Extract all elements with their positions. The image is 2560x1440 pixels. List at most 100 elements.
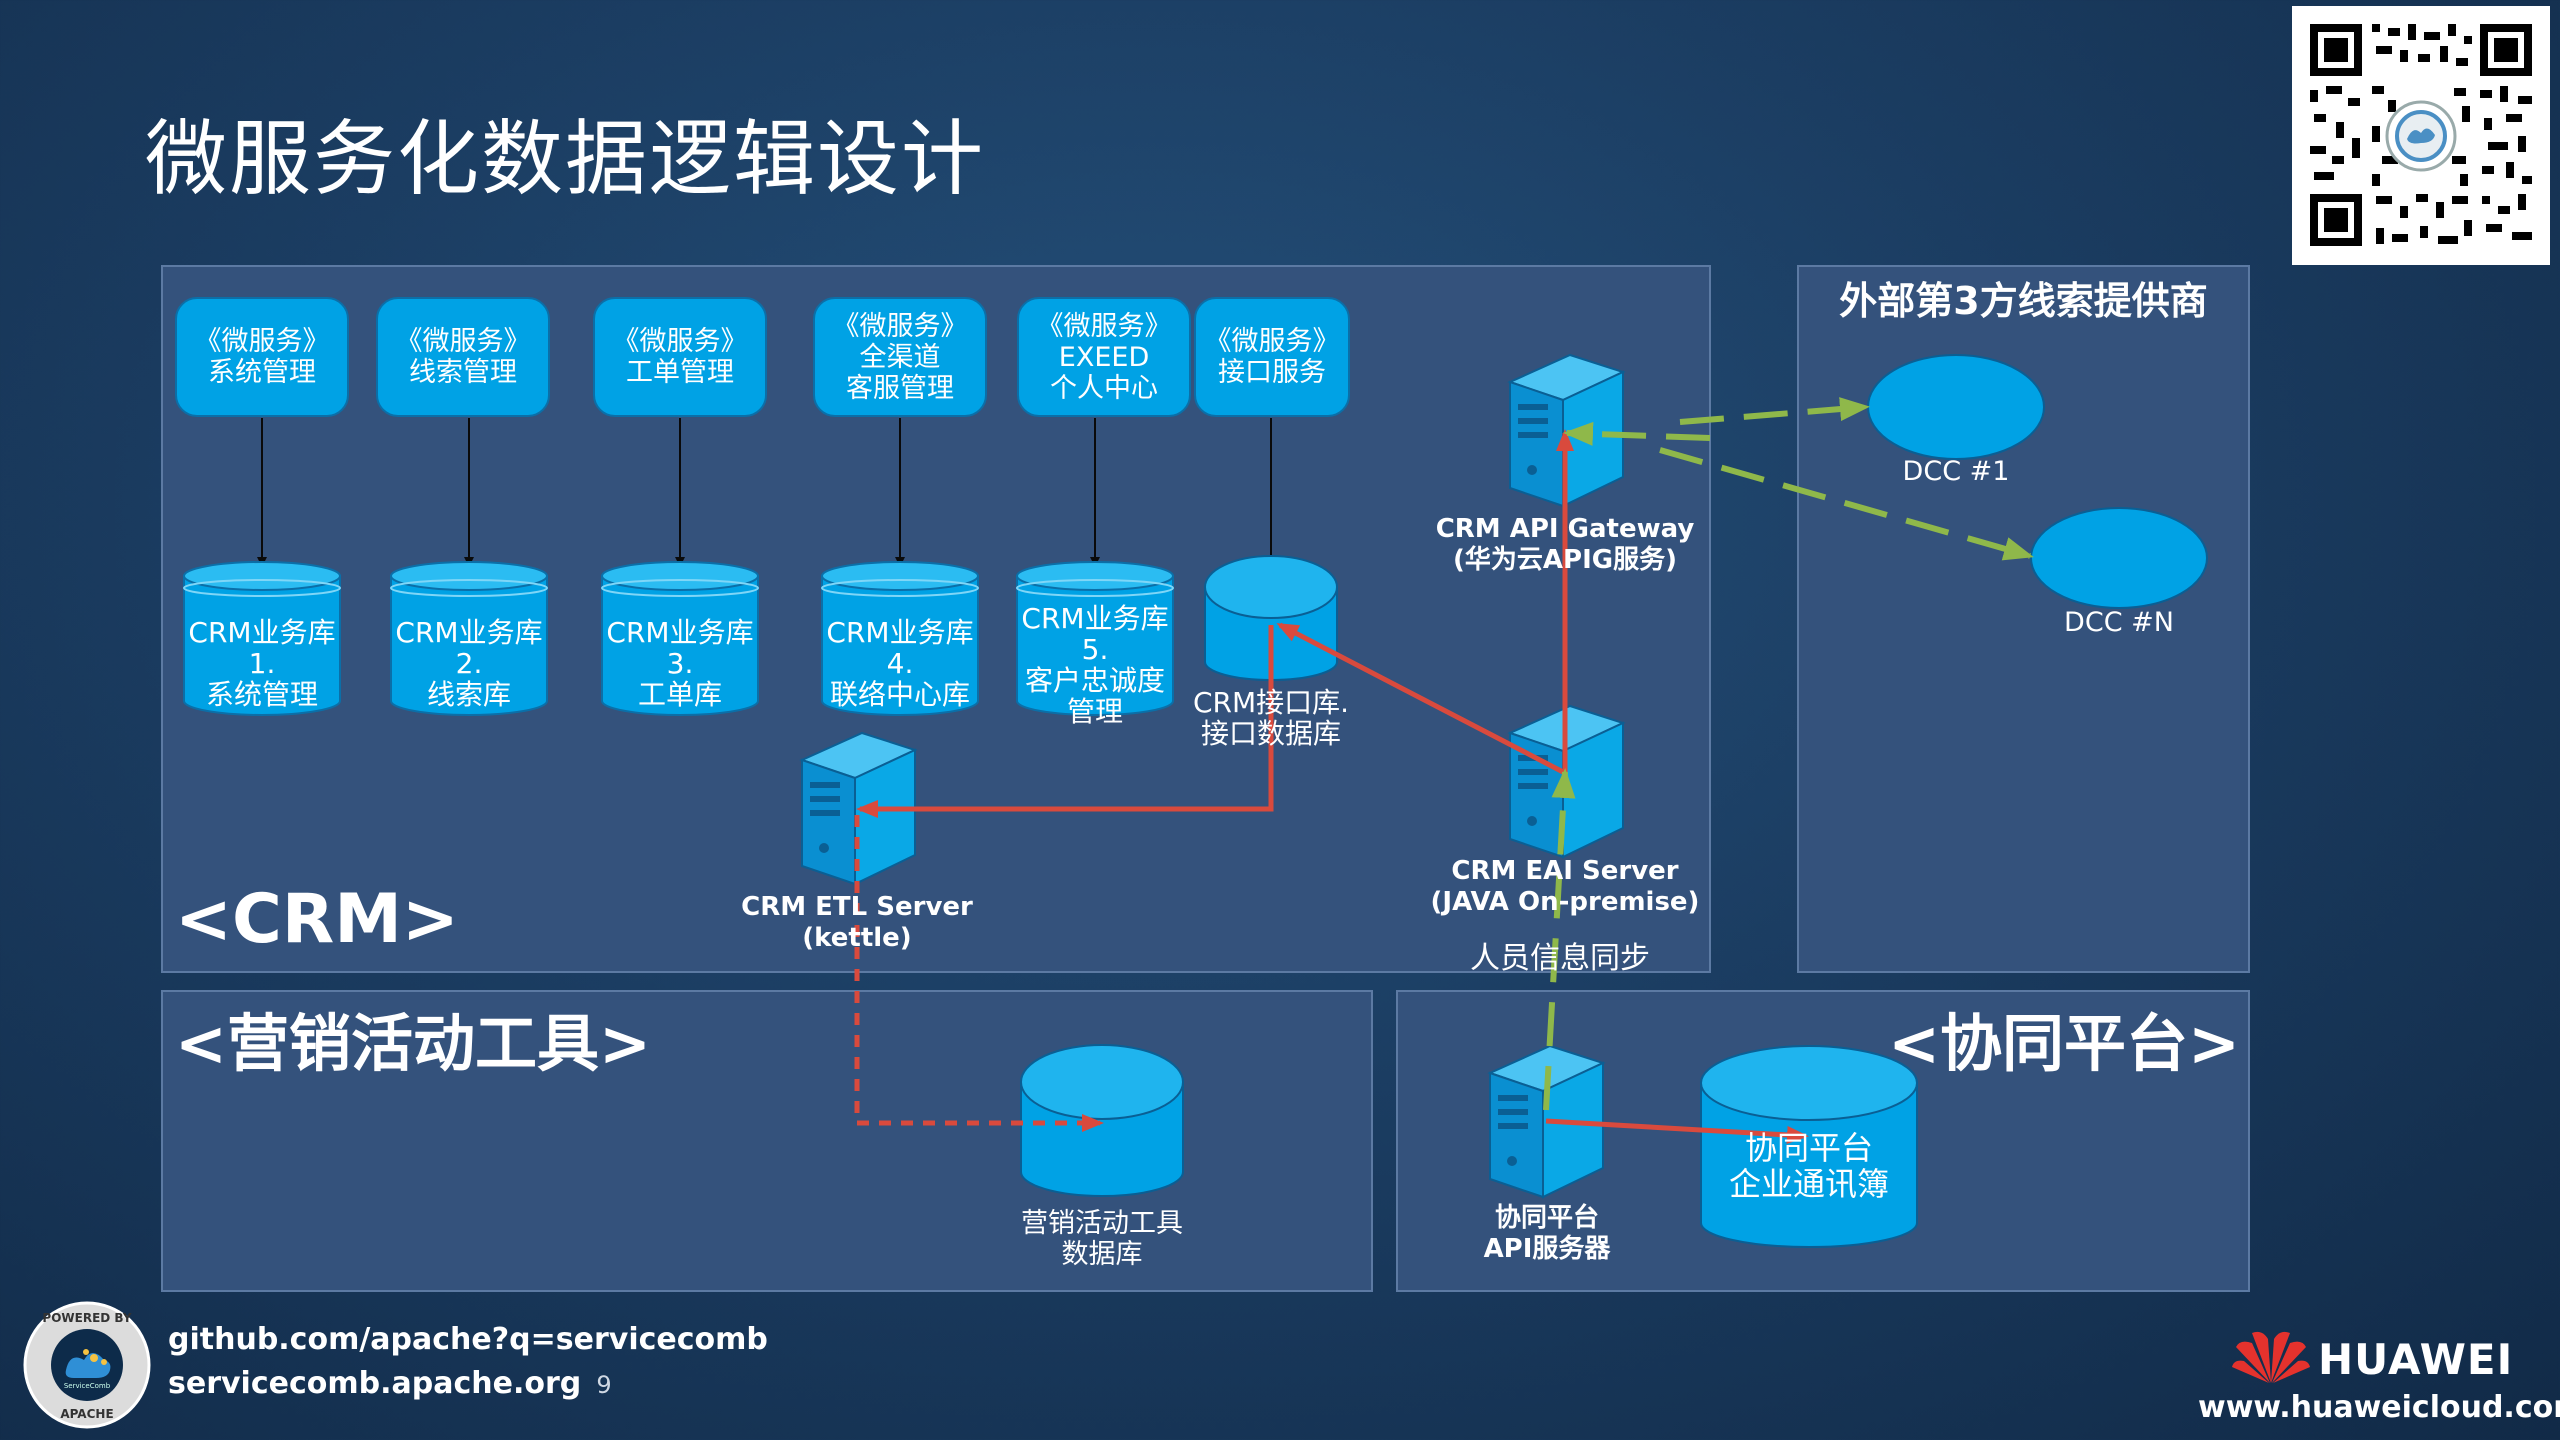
service-label-line: 工单管理 bbox=[626, 357, 734, 388]
etl-label: CRM ETL Server (kettle) bbox=[707, 892, 1007, 954]
huawei-brand: HUAWEI bbox=[2318, 1335, 2514, 1384]
service-lead-management[interactable]: 《微服务》 线索管理 bbox=[376, 297, 550, 417]
db-label-line: 数据库 bbox=[1061, 1239, 1143, 1270]
service-label-line: 《微服务》 bbox=[612, 326, 748, 357]
page-title: 微服务化数据逻辑设计 bbox=[145, 112, 986, 207]
marketing-db-cylinder bbox=[1020, 1044, 1184, 1197]
db-label-line: 企业通讯簿 bbox=[1728, 1165, 1889, 1203]
page-number: 9 bbox=[596, 1371, 612, 1399]
collab-tag: <协同平台> bbox=[1888, 1007, 2240, 1080]
db-label-line: 3. bbox=[666, 647, 694, 680]
service-label-line: 《微服务》 bbox=[1204, 326, 1340, 357]
db-label-line: CRM接口库. bbox=[1192, 686, 1350, 719]
interface-db-label: CRM接口库. 接口数据库 bbox=[1181, 687, 1361, 749]
db-label-line: CRM业务库 bbox=[1021, 602, 1169, 635]
sync-label: 人员信息同步 bbox=[1470, 941, 1650, 976]
arrow-collab-api-to-eai bbox=[1543, 768, 1576, 1111]
db-label-line: 线索库 bbox=[426, 678, 511, 711]
db-label-2: CRM业务库 2. 线索库 bbox=[387, 617, 551, 710]
service-label-line: 线索管理 bbox=[409, 357, 517, 388]
arrow-gateway-to-dccn bbox=[1659, 447, 2034, 561]
dcc1-label: DCC #1 bbox=[1902, 456, 2010, 487]
db-label-line: 4. bbox=[886, 647, 914, 680]
db-label-line: 客户忠诚度 bbox=[1024, 664, 1165, 697]
service-label-line: 全渠道 bbox=[859, 341, 941, 373]
servicecomb-badge: POWERED BY APACHE ServiceComb bbox=[23, 1301, 151, 1429]
db-label-line: 协同平台 bbox=[1744, 1129, 1873, 1167]
gateway-label: CRM API Gateway (华为云APIG服务) bbox=[1405, 514, 1725, 576]
website-link[interactable]: servicecomb.apache.org bbox=[168, 1366, 582, 1401]
service-label-line: 《微服务》 bbox=[395, 326, 531, 357]
arrow-collab-api-to-collab-db bbox=[1545, 1118, 1809, 1144]
collab-api-server bbox=[1487, 1044, 1606, 1199]
db-label-line: CRM业务库 bbox=[395, 616, 543, 649]
marketing-db-label: 营销活动工具 数据库 bbox=[992, 1208, 1212, 1270]
db-cylinder-2 bbox=[390, 561, 548, 716]
db-label-line: 1. bbox=[248, 647, 276, 680]
footer-line-2: servicecomb.apache.org 9 bbox=[168, 1366, 612, 1401]
service-exeed-personal-center[interactable]: 《微服务》 EXEED 个人中心 bbox=[1017, 297, 1191, 417]
db-cylinders bbox=[183, 561, 1174, 716]
server-label-line: (kettle) bbox=[802, 923, 912, 953]
db-label-1: CRM业务库 1. 系统管理 bbox=[180, 617, 344, 710]
server-label-line: 协同平台 bbox=[1494, 1203, 1599, 1233]
service-label-line: 《微服务》 bbox=[832, 310, 968, 342]
collab-db-label: 协同平台 企业通讯簿 bbox=[1706, 1130, 1912, 1202]
arrow-dcc1-to-gateway bbox=[1563, 421, 1711, 446]
github-link[interactable]: github.com/apache?q=servicecomb bbox=[168, 1322, 768, 1357]
service-interface[interactable]: 《微服务》 接口服务 bbox=[1194, 297, 1350, 417]
collab-api-label: 协同平台 API服务器 bbox=[1437, 1203, 1657, 1265]
service-label-line: 客服管理 bbox=[846, 372, 954, 404]
service-label-line: EXEED bbox=[1058, 341, 1150, 373]
db-label-line: CRM业务库 bbox=[606, 616, 754, 649]
etl-server bbox=[799, 731, 918, 886]
arrow-gateway-to-dcc1 bbox=[1679, 397, 1870, 425]
arrow-etl-to-marketing-db bbox=[854, 815, 1104, 1132]
db-cylinder-3 bbox=[601, 561, 759, 716]
badge-top-text: POWERED BY bbox=[42, 1311, 131, 1325]
marketing-tag: <营销活动工具> bbox=[175, 1007, 651, 1080]
third-party-title: 外部第3方线索提供商 bbox=[1839, 279, 2208, 323]
service-omnichannel-customer-service[interactable]: 《微服务》 全渠道 客服管理 bbox=[813, 297, 987, 417]
service-label-line: 个人中心 bbox=[1050, 372, 1158, 404]
crm-tag: <CRM> bbox=[175, 880, 459, 959]
server-label-line: CRM ETL Server bbox=[741, 892, 973, 922]
huawei-logo-icon bbox=[2232, 1331, 2310, 1383]
dcc1-ellipse bbox=[1867, 354, 2045, 460]
collab-db-cylinder bbox=[1700, 1045, 1918, 1248]
dccn-label: DCC #N bbox=[2064, 607, 2174, 638]
db-label-line: 工单库 bbox=[637, 678, 722, 711]
server-label-line: CRM EAI Server bbox=[1451, 856, 1679, 886]
qr-code bbox=[2292, 6, 2550, 265]
huaweicloud-url[interactable]: www.huaweicloud.com bbox=[2198, 1390, 2560, 1425]
eai-label: CRM EAI Server (JAVA On-premise) bbox=[1405, 856, 1725, 918]
badge-bottom-text: APACHE bbox=[60, 1407, 113, 1421]
db-label-line: 联络中心库 bbox=[829, 678, 970, 711]
server-label-line: CRM API Gateway bbox=[1435, 514, 1695, 544]
db-label-line: 5. bbox=[1081, 633, 1109, 666]
badge-center-text: ServiceComb bbox=[64, 1382, 111, 1390]
service-ticket-management[interactable]: 《微服务》 工单管理 bbox=[593, 297, 767, 417]
db-label-line: 系统管理 bbox=[205, 678, 318, 711]
arrow-interface-db-to-etl bbox=[856, 625, 1274, 818]
db-label-line: 营销活动工具 bbox=[1021, 1208, 1183, 1239]
service-label-line: 系统管理 bbox=[208, 357, 316, 388]
db-label-5: CRM业务库 5. 客户忠诚度 管理 bbox=[1013, 603, 1177, 727]
db-label-line: CRM业务库 bbox=[188, 616, 336, 649]
server-label-line: API服务器 bbox=[1483, 1234, 1611, 1264]
db-label-line: CRM业务库 bbox=[826, 616, 974, 649]
db-label-line: 管理 bbox=[1066, 695, 1123, 728]
server-label-line: (华为云APIG服务) bbox=[1453, 545, 1677, 575]
db-label-3: CRM业务库 3. 工单库 bbox=[598, 617, 762, 710]
server-label-line: (JAVA On-premise) bbox=[1430, 887, 1700, 917]
service-system-management[interactable]: 《微服务》 系统管理 bbox=[175, 297, 349, 417]
db-cylinder-4 bbox=[821, 561, 979, 716]
service-label-line: 《微服务》 bbox=[194, 326, 330, 357]
service-label-line: 接口服务 bbox=[1218, 357, 1326, 388]
db-cylinder-5 bbox=[1016, 561, 1174, 716]
dccn-ellipse bbox=[2030, 507, 2208, 609]
service-label-line: 《微服务》 bbox=[1036, 310, 1172, 342]
db-cylinder-1 bbox=[183, 561, 341, 716]
arrow-eai-to-interface-db bbox=[1276, 622, 1567, 776]
